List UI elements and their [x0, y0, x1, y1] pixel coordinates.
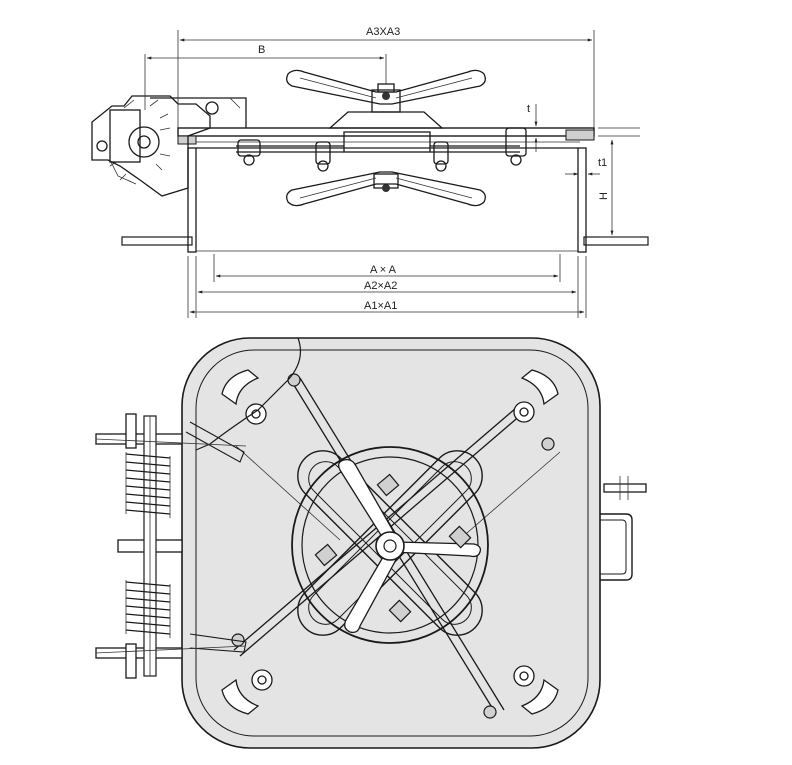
dim-label-h: H	[598, 192, 610, 200]
hinge-assembly	[91, 95, 247, 197]
lifting-handle	[600, 476, 647, 581]
central-hub-section	[328, 83, 444, 192]
corner-brackets	[221, 369, 559, 715]
dimension-labels: A3XA3 B t t1 H A × A A2×A2 A1×A1	[258, 26, 610, 312]
upper-coil-spring	[125, 452, 171, 518]
dimension-lines	[144, 30, 640, 318]
locking-bars	[236, 127, 527, 172]
coaming-frame	[187, 147, 587, 253]
dim-label-t1: t1	[598, 157, 607, 169]
dim-label-a2xa2: A2×A2	[364, 280, 397, 292]
plan-view	[95, 337, 647, 749]
dim-label-a1xa1: A1×A1	[364, 300, 397, 312]
dim-label-t: t	[527, 103, 530, 115]
lower-coil-spring	[125, 580, 171, 638]
dim-label-axa: A × A	[370, 264, 397, 276]
lower-handwheel	[286, 171, 486, 207]
dim-label-b: B	[258, 44, 265, 56]
spring-hinge-assembly	[95, 413, 247, 679]
upper-handwheel	[286, 69, 486, 105]
cross-locking-arms	[297, 450, 483, 636]
cover-plate-section	[177, 127, 595, 145]
hinge-arm	[185, 337, 301, 653]
locking-dogs	[231, 373, 555, 719]
deck-plate	[121, 236, 649, 246]
dim-label-a3xa3: A3XA3	[366, 26, 400, 38]
side-elevation-view: A3XA3 B t t1 H A × A A2×A2 A1×A1	[91, 26, 649, 318]
